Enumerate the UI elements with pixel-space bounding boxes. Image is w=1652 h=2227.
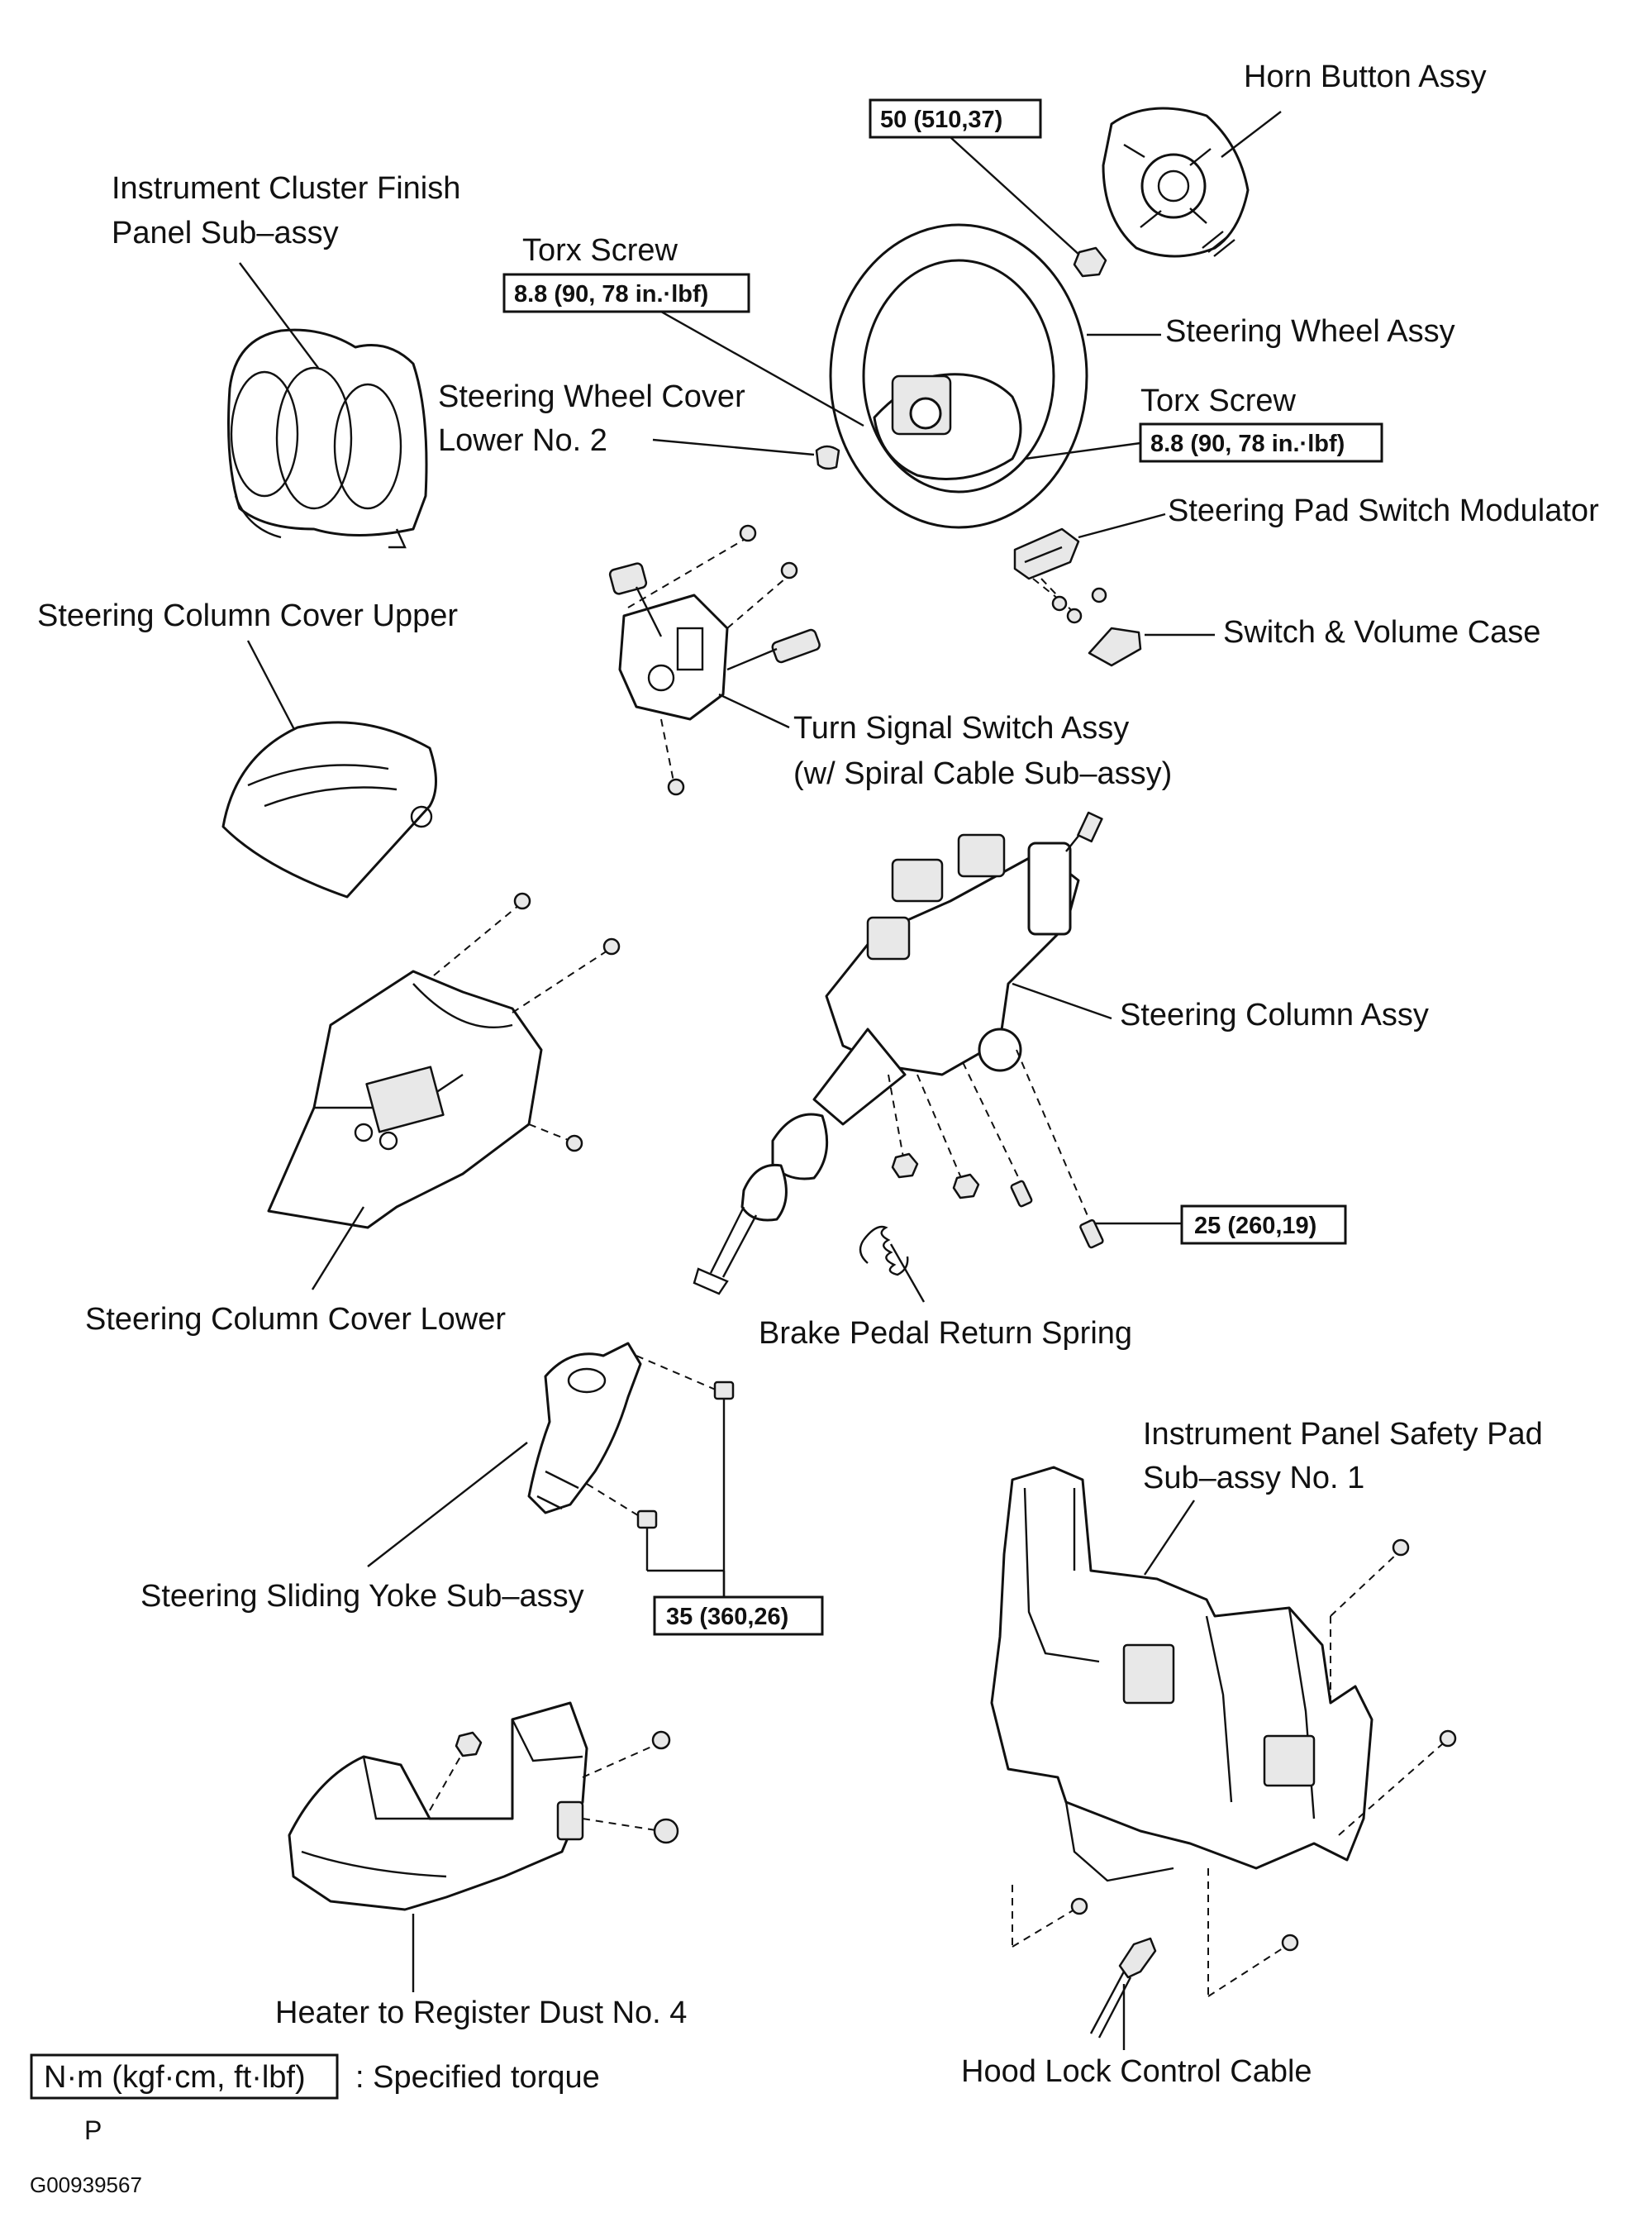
wheel-cover-lower2-part (815, 445, 840, 470)
safety-pad-screw-icon (1070, 1538, 1457, 1952)
brake-pedal-return-spring-part (859, 1225, 909, 1276)
turn-signal-screw-icon (667, 524, 798, 796)
torque-box-torx-lower (1139, 422, 1383, 463)
label-pad-switch-modulator: Steering Pad Switch Modulator (1168, 494, 1599, 528)
label-sliding-yoke: Steering Sliding Yoke Sub–assy (140, 1579, 584, 1614)
torque-box-column (1180, 1204, 1347, 1245)
label-steering-wheel: Steering Wheel Assy (1165, 314, 1455, 349)
label-column-cover-upper: Steering Column Cover Upper (37, 598, 458, 633)
heater-register-duct-part (288, 1701, 588, 1911)
torque-box-yoke (653, 1595, 824, 1636)
label-cluster-finish-line1: Instrument Cluster Finish (112, 171, 460, 206)
horn-nut-icon (1073, 246, 1107, 278)
steering-wheel-assy-part (829, 223, 1088, 529)
label-wheel-cover-lower2-line2: Lower No. 2 (438, 423, 607, 458)
label-torx-screw-upper: Torx Screw (522, 233, 678, 268)
column-nut-bolt-icon (891, 1152, 1104, 1249)
label-hood-lock-cable: Hood Lock Control Cable (961, 2054, 1312, 2089)
label-safety-pad-line2: Sub–assy No. 1 (1143, 1461, 1364, 1495)
torque-column-bolt: 25 (260,19) (1194, 1213, 1316, 1239)
cover-lower-screw-icon (513, 892, 621, 1152)
steering-column-assy-part (693, 811, 1103, 1295)
torque-box-horn (869, 98, 1042, 139)
label-column-cover-lower: Steering Column Cover Lower (85, 1302, 506, 1337)
steering-column-cover-upper-part (221, 721, 437, 899)
steering-pad-switch-modulator-part (1013, 527, 1080, 580)
steering-column-cover-lower-part (267, 970, 543, 1229)
torque-horn-nut: 50 (510,37) (880, 107, 1002, 133)
instrument-panel-safety-pad-part (990, 1466, 1373, 1882)
modulator-screw-icon (1051, 587, 1107, 624)
yoke-bolt-icon (636, 1381, 735, 1529)
label-cluster-finish-line2: Panel Sub–assy (112, 216, 339, 250)
switch-volume-case-part (1088, 627, 1142, 667)
steering-sliding-yoke-part (527, 1342, 642, 1514)
label-steering-column: Steering Column Assy (1120, 998, 1429, 1032)
hood-lock-control-cable-part (1089, 1937, 1157, 2039)
legend-torque-unit-box (30, 2053, 339, 2100)
figure-id: G00939567 (30, 2172, 142, 2197)
legend-torque-description: : Specified torque (355, 2060, 600, 2095)
label-turn-signal-line2: (w/ Spiral Cable Sub–assy) (793, 756, 1172, 791)
label-turn-signal-line1: Turn Signal Switch Assy (793, 711, 1129, 746)
duct-nut-screw-icon (455, 1730, 679, 1844)
label-wheel-cover-lower2-line1: Steering Wheel Cover (438, 379, 745, 414)
label-brake-spring: Brake Pedal Return Spring (759, 1316, 1132, 1351)
instrument-cluster-finish-panel-part (227, 328, 428, 549)
label-switch-volume-case: Switch & Volume Case (1223, 615, 1540, 650)
label-horn-button: Horn Button Assy (1244, 60, 1487, 94)
label-heater-duct: Heater to Register Dust No. 4 (275, 1996, 687, 2030)
label-safety-pad-line1: Instrument Panel Safety Pad (1143, 1417, 1543, 1452)
legend-torque-unit: N·m (kgf·cm, ft·lbf) (44, 2060, 306, 2095)
torque-yoke-bolts: 35 (360,26) (666, 1604, 788, 1630)
turn-signal-switch-assy-part (608, 562, 821, 721)
label-torx-screw-lower: Torx Screw (1140, 384, 1296, 418)
horn-button-assy-part (1102, 107, 1250, 258)
legend-mark-p: P (84, 2115, 102, 2145)
torque-torx-upper: 8.8 (90, 78 in.·lbf) (514, 281, 708, 308)
torque-torx-lower: 8.8 (90, 78 in.·lbf) (1150, 431, 1345, 457)
torque-box-torx-upper (502, 273, 750, 313)
